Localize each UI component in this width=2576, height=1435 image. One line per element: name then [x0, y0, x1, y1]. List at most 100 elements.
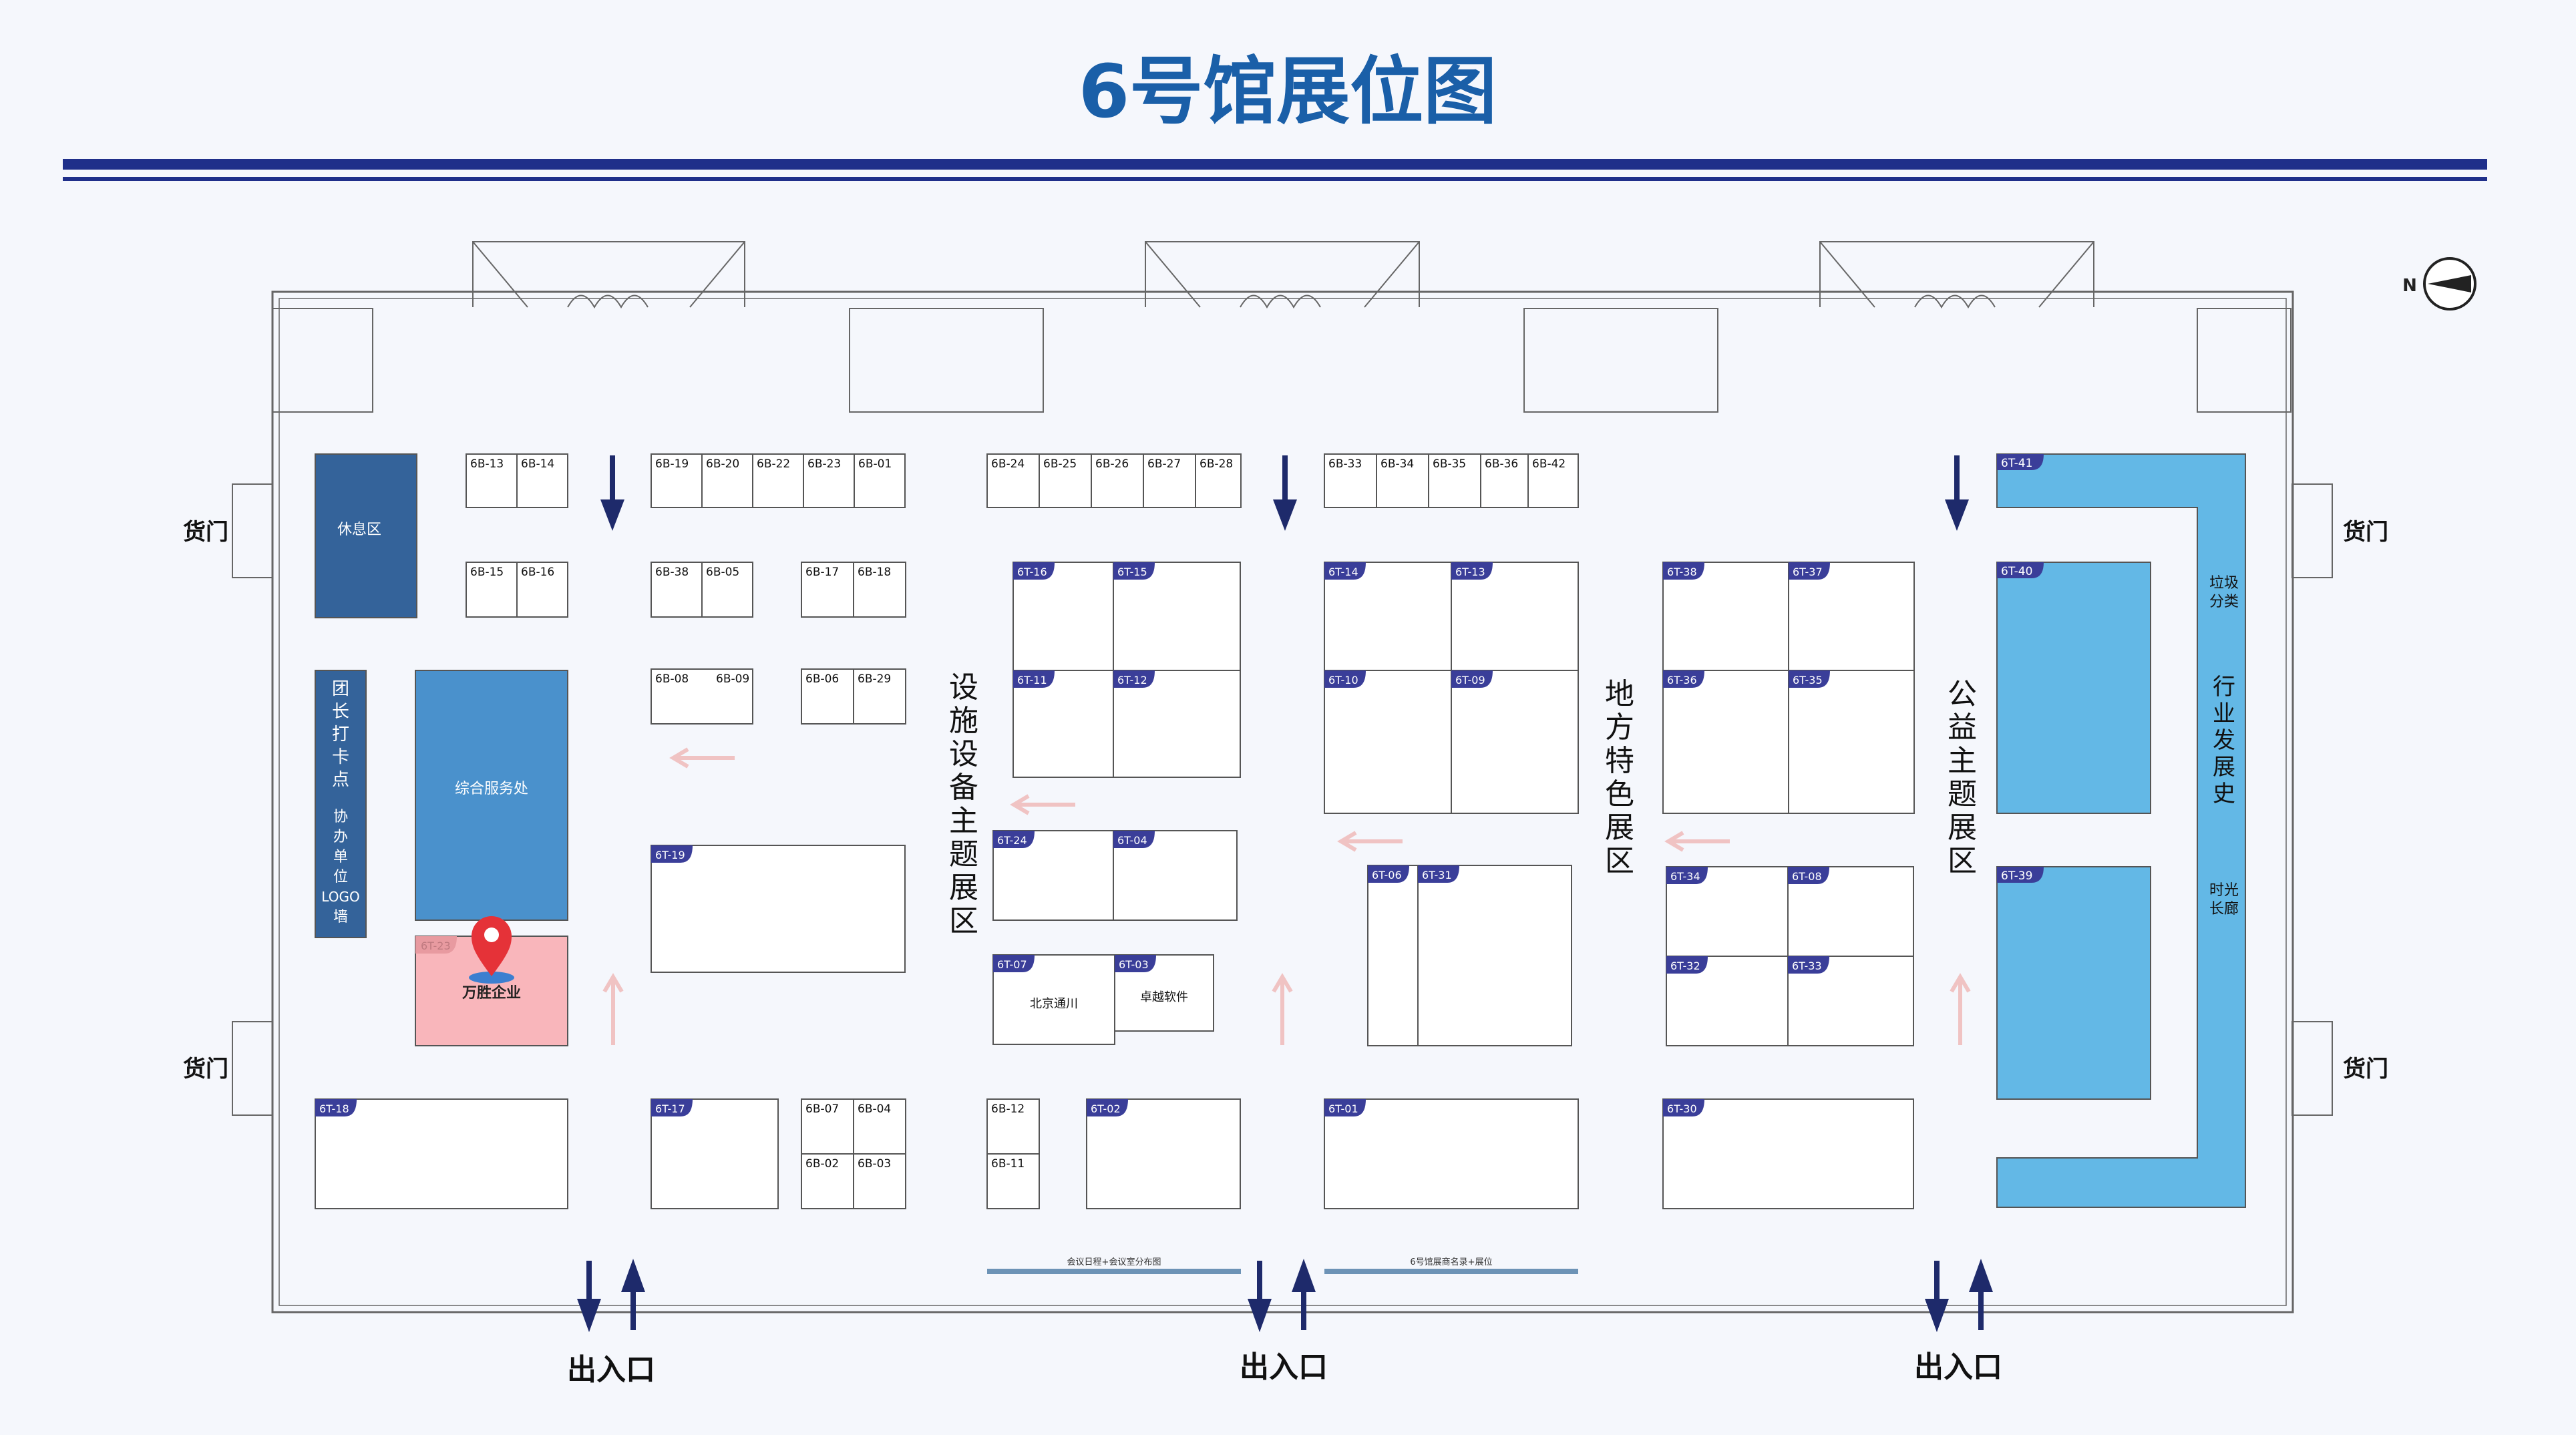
- rest-area: [315, 453, 417, 618]
- booth-6t-33[interactable]: 6T-33: [1787, 956, 1914, 1046]
- booth-tag-shape: [1666, 956, 1708, 974]
- booth-code-label: 6B-22: [757, 457, 790, 471]
- svg-text:协: 协: [333, 809, 348, 825]
- booth-6t-34[interactable]: 6T-34: [1666, 866, 1789, 957]
- booth-6t-40-tag: 6T-40: [2001, 565, 2032, 578]
- svg-text:主: 主: [1948, 744, 1977, 778]
- booth-outline: [701, 562, 753, 618]
- booth-6t-31[interactable]: 6T-31: [1417, 865, 1572, 1046]
- aisle-arrows: [600, 455, 1969, 531]
- booth-tag-shape: [993, 831, 1035, 848]
- booth-6t-17[interactable]: 6T-17: [651, 1098, 779, 1209]
- booth-6t-35[interactable]: 6T-35: [1788, 670, 1915, 814]
- booth-code-label: 6B-02: [805, 1157, 839, 1171]
- booth-6b-11[interactable]: 6B-11: [986, 1153, 1040, 1209]
- booth-6b-06[interactable]: 6B-06: [801, 668, 854, 725]
- public-block-top: [1996, 562, 2151, 814]
- booth-tag-shape: [1663, 562, 1704, 580]
- booth-6b-36[interactable]: 6B-36: [1480, 453, 1533, 508]
- public-tags: [1997, 454, 2044, 883]
- booth-tag-shape: [1087, 1099, 1128, 1116]
- booth-6b-22[interactable]: 6B-22: [752, 453, 804, 508]
- booth-code-label: 6T-04: [1117, 834, 1147, 847]
- booth-6t-38[interactable]: 6T-38: [1662, 562, 1789, 671]
- entrance-label-1: 出入口: [567, 1353, 655, 1387]
- booth-6b-18[interactable]: 6B-18: [853, 562, 906, 618]
- booth-code-label: 6B-12: [991, 1102, 1025, 1116]
- booth-6b-19[interactable]: 6B-19: [651, 453, 703, 508]
- booth-6t-19[interactable]: 6T-19: [651, 845, 906, 973]
- booth-code-label: 6B-36: [1485, 457, 1518, 471]
- booth-6b-24[interactable]: 6B-24: [986, 453, 1040, 508]
- booth-6b-04[interactable]: 6B-04: [853, 1098, 906, 1155]
- booth-outline: [1428, 453, 1481, 508]
- booth-outline: [1324, 453, 1377, 508]
- booth-6b-27[interactable]: 6B-27: [1143, 453, 1196, 508]
- booth-6t-06[interactable]: 6T-06: [1367, 865, 1419, 1046]
- booth-6b-25[interactable]: 6B-25: [1039, 453, 1092, 508]
- booth-6b-42[interactable]: 6B-42: [1527, 453, 1579, 508]
- booth-6b-35[interactable]: 6B-35: [1428, 453, 1481, 508]
- booth-6b-17[interactable]: 6B-17: [801, 562, 854, 618]
- booth-code-label: 6T-36: [1667, 674, 1697, 686]
- booth-6t-01[interactable]: 6T-01: [1324, 1098, 1579, 1209]
- booth-6b-14[interactable]: 6B-14: [516, 453, 568, 508]
- booth-6t-11[interactable]: 6T-11: [1013, 670, 1114, 778]
- booth-6t-09[interactable]: 6T-09: [1451, 670, 1579, 814]
- public-welfare-frame: [1996, 453, 2246, 1208]
- booth-6t-08[interactable]: 6T-08: [1787, 866, 1914, 957]
- booth-6b-33[interactable]: 6B-33: [1324, 453, 1377, 508]
- booth-6t-36[interactable]: 6T-36: [1662, 670, 1789, 814]
- booth-6t-23-tag: 6T-23: [421, 940, 451, 952]
- booth-6b-20[interactable]: 6B-20: [701, 453, 753, 508]
- booth-6t-04[interactable]: 6T-04: [1113, 830, 1238, 921]
- booth-6b-07[interactable]: 6B-07: [801, 1098, 854, 1155]
- booth-6b-12[interactable]: 6B-12: [986, 1098, 1040, 1155]
- booth-code-label: 6T-30: [1667, 1102, 1697, 1115]
- svg-text:发: 发: [2213, 727, 2235, 754]
- group-checkin-logo-wall-label: 团 长 打 卡 点 协 办 单 位 LOGO 墙: [321, 679, 359, 926]
- booth-6b-23[interactable]: 6B-23: [803, 453, 855, 508]
- cargo-door-label-left-bottom: 货门: [183, 1056, 228, 1082]
- booth-6b-02[interactable]: 6B-02: [801, 1153, 854, 1209]
- booth-outline: [651, 562, 703, 618]
- booth-6b-05[interactable]: 6B-05: [701, 562, 753, 618]
- booth-6b-16[interactable]: 6B-16: [516, 562, 568, 618]
- svg-text:卡: 卡: [332, 747, 349, 767]
- booth-6b-09-label: 6B-09: [716, 672, 749, 686]
- booth-code-label: 6B-16: [521, 566, 554, 579]
- booth-6t-02[interactable]: 6T-02: [1086, 1098, 1241, 1209]
- booth-6t-32[interactable]: 6T-32: [1666, 956, 1789, 1046]
- booth-6t-12[interactable]: 6T-12: [1113, 670, 1241, 778]
- booth-6b-15[interactable]: 6B-15: [466, 562, 518, 618]
- booth-6t-30[interactable]: 6T-30: [1662, 1098, 1914, 1209]
- local-feature-zone-label: 地 方 特 色 展 区: [1605, 677, 1634, 878]
- booth-6b-34[interactable]: 6B-34: [1376, 453, 1429, 508]
- booth-6t-37[interactable]: 6T-37: [1788, 562, 1915, 671]
- booth-6b-01[interactable]: 6B-01: [854, 453, 906, 508]
- booth-6t-16[interactable]: 6T-16: [1013, 562, 1114, 671]
- booth-tag-shape: [651, 1099, 693, 1116]
- booth-6b-29[interactable]: 6B-29: [853, 668, 906, 725]
- booth-code-label: 6T-17: [655, 1102, 685, 1115]
- svg-text:备: 备: [949, 771, 978, 805]
- booth-6b-13[interactable]: 6B-13: [466, 453, 518, 508]
- industry-history-label: 行 业 发 展 史: [2213, 674, 2235, 807]
- booth-6b-03[interactable]: 6B-03: [853, 1153, 906, 1209]
- booth-6b-08[interactable]: 6B-08: [651, 668, 753, 725]
- booth-6t-24[interactable]: 6T-24: [992, 830, 1114, 921]
- booth-tag-shape: [1324, 562, 1366, 580]
- booth-6b-26[interactable]: 6B-26: [1091, 453, 1144, 508]
- booth-6t-10[interactable]: 6T-10: [1324, 670, 1452, 814]
- booth-code-label: 6T-15: [1117, 566, 1147, 578]
- booth-6b-38[interactable]: 6B-38: [651, 562, 703, 618]
- booth-tag-shape: [1368, 865, 1409, 883]
- cargo-door-label-right-top: 货门: [2343, 519, 2388, 546]
- booth-6b-28[interactable]: 6B-28: [1195, 453, 1242, 508]
- booth-6t-18[interactable]: 6T-18: [315, 1098, 568, 1209]
- booth-6t-15[interactable]: 6T-15: [1113, 562, 1241, 671]
- booth-tag-shape: [1666, 867, 1708, 884]
